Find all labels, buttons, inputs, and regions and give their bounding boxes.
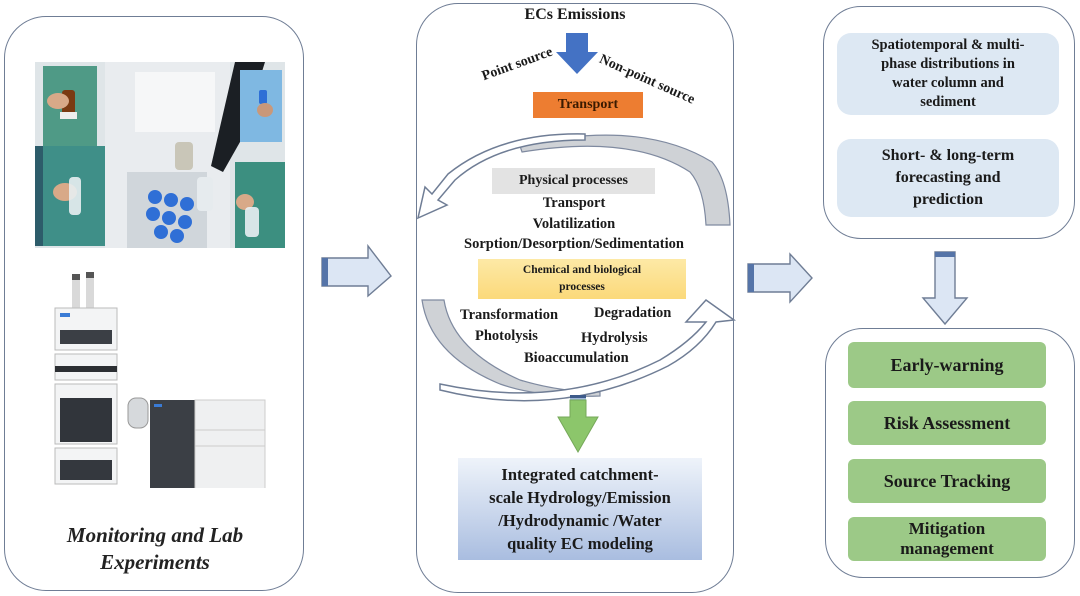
spatio-line-1: Spatiotemporal & multi- xyxy=(871,37,1025,53)
spatio-line-2: phase distributions in xyxy=(881,56,1015,72)
water-sampling-photo xyxy=(35,62,285,248)
caption-line-2: Experiments xyxy=(100,550,210,574)
spatiotemporal-distribution-box: Spatiotemporal & multi- phase distributi… xyxy=(837,33,1059,115)
source-tracking-box: Source Tracking xyxy=(848,459,1046,503)
monitoring-caption: Monitoring and Lab Experiments xyxy=(20,522,290,576)
model-line-4: quality EC modeling xyxy=(507,534,653,553)
physical-item-volatilization: Volatilization xyxy=(532,216,616,232)
chemical-item-transformation: Transformation xyxy=(460,307,559,323)
chemical-biological-header: Chemical and biological processes xyxy=(478,259,686,299)
model-line-3: /Hydrodynamic /Water xyxy=(498,511,662,530)
ec-emissions-title: ECs Emissions xyxy=(524,6,626,23)
chemical-item-hydrolysis: Hydrolysis xyxy=(581,330,648,346)
physical-processes-header: Physical processes xyxy=(492,168,655,194)
right-arrow-2-icon xyxy=(747,252,813,304)
mitigation-management-box: Mitigation management xyxy=(848,517,1046,561)
chemical-header-line-1: Chemical and biological xyxy=(522,264,642,276)
lc-ms-instrument-photo xyxy=(50,268,270,488)
early-warning-box: Early-warning xyxy=(848,342,1046,388)
forecast-line-3: prediction xyxy=(913,191,983,208)
model-line-1: Integrated catchment- xyxy=(501,465,659,484)
mitigation-line-2: management xyxy=(900,539,994,558)
chemical-item-photolysis: Photolysis xyxy=(475,328,538,344)
risk-assessment-box: Risk Assessment xyxy=(848,401,1046,445)
spatio-line-4: sediment xyxy=(920,94,976,110)
caption-line-1: Monitoring and Lab xyxy=(66,523,244,547)
chemical-header-line-2: processes xyxy=(559,281,605,293)
transport-box: Transport xyxy=(533,92,643,118)
chemical-item-degradation: Degradation xyxy=(594,305,672,321)
mitigation-line-1: Mitigation xyxy=(908,519,986,538)
down-arrow-icon xyxy=(921,251,969,326)
forecast-line-2: forecasting and xyxy=(895,169,1001,186)
chemical-item-bioaccumulation: Bioaccumulation xyxy=(524,350,629,366)
forecasting-box: Short- & long-term forecasting and predi… xyxy=(837,139,1059,217)
spatio-line-3: water column and xyxy=(892,75,1004,91)
physical-item-transport: Transport xyxy=(542,195,606,211)
integrated-modeling-box: Integrated catchment- scale Hydrology/Em… xyxy=(458,458,702,560)
physical-item-sorption: Sorption/Desorption/Sedimentation xyxy=(464,236,684,252)
right-arrow-1-icon xyxy=(321,243,392,298)
forecast-line-1: Short- & long-term xyxy=(881,147,1015,164)
model-line-2: scale Hydrology/Emission xyxy=(489,488,671,507)
